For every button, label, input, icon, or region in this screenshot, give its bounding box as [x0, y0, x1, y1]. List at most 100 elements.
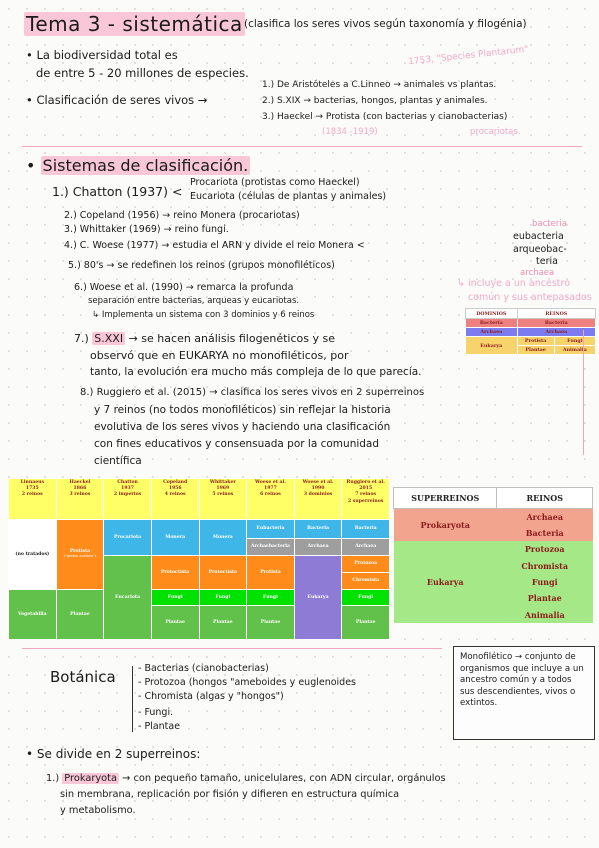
page-title: Tema 3 - sistemática — [24, 12, 245, 36]
woese90-item-3: ↳ Implementa un sistema con 3 dominios y… — [92, 310, 315, 320]
systems-heading: • Sistemas de clasificación. — [26, 156, 251, 175]
section-divider-2 — [22, 648, 442, 649]
80s-item: 5.) 80's → se redefinen los reinos (grup… — [68, 260, 335, 271]
kingdoms-header: REINOS — [516, 308, 597, 319]
monophyletic-definition: Monofilético → conjunto de organismos qu… — [460, 652, 584, 708]
domain-bacteria: Bacteria — [465, 318, 518, 328]
ruggiero-item-2: y 7 reinos (no todos monofiléticos) sin … — [94, 404, 391, 416]
cell-chromista: Chromista — [341, 571, 390, 590]
kingdom-plantae-super: Plantae — [496, 590, 593, 607]
chatton-procariota: Procariota (protistas como Haeckel) — [190, 177, 360, 188]
cell-fungi-1: Fungi — [150, 588, 200, 607]
woese77-item: 4.) C. Woese (1977) → estudia el ARN y d… — [64, 240, 365, 251]
cell-protoctista-1: Protoctista — [150, 554, 200, 590]
kingdom-fungi-super: Fungi — [496, 573, 593, 591]
classification-item-2: 2.) S.XIX → bacterias, hongos, plantas y… — [262, 96, 488, 106]
monophyletic-definition-box: Monofilético → conjunto de organismos qu… — [453, 646, 595, 740]
sxxi-item: 7.) S.XXI → se hacen análisis filogenéti… — [74, 332, 335, 345]
eukarya-cell: Eukarya — [393, 541, 497, 623]
cell-fungi-2: Fungi — [198, 588, 248, 607]
procariotas-note: procariotas. — [470, 127, 521, 137]
arqueobacteria-label: arqueobac- — [513, 244, 567, 255]
cell-no-tratados: (no tratados) — [8, 518, 57, 590]
cell-archaebacteria: Archaebacteria — [246, 538, 295, 556]
archaea-note: archaea — [520, 268, 555, 278]
superreinos-bullet: • Se divide en 2 superreinos: — [26, 747, 201, 761]
prokaryota-item-3: y metabolismo. — [60, 805, 136, 816]
cell-archaea-2: Archaea — [341, 538, 390, 556]
domains-header: DOMINIOS — [465, 308, 518, 319]
bacteria-note: bacteria — [532, 219, 567, 229]
ruggiero-item-4: con fines educativos y consensuada por l… — [94, 438, 380, 450]
kingdom-plantae: Plantae — [516, 345, 555, 355]
kingdom-animalia-super: Animalia — [496, 606, 593, 623]
kingdom-bacteria: Bacteria — [516, 318, 597, 328]
botanica-item-3: - Chromista (algas y "hongos") — [138, 691, 284, 702]
superkingdoms-table: SUPERREINOS REINOS Prokaryota Archaea Ba… — [392, 487, 593, 623]
botanica-title: Botánica — [50, 668, 116, 686]
cell-vegetabilia: Vegetabilia — [8, 588, 57, 640]
superreinos-header: SUPERREINOS — [392, 487, 498, 509]
whittaker-item: 3.) Whittaker (1969) → reino fungi. — [64, 224, 229, 235]
annotation-1753: 1753, "Species Plantarum" — [407, 44, 529, 68]
prokaryota-item: 1.) Prokaryota → con pequeño tamaño, uni… — [46, 773, 446, 784]
cell-archaea-1: Archaea — [293, 538, 343, 556]
ancestor-note-1: ↳ incluye a un ancestro — [457, 278, 571, 289]
botanica-item-5: - Plantae — [138, 721, 181, 732]
section-divider-1 — [22, 146, 582, 147]
domains-table: DOMINIOS REINOS Bacteria Bacteria Archae… — [465, 308, 597, 355]
chatton-item: 1.) Chatton (1937) < — [52, 184, 183, 199]
cell-protista: Protista("germs acrínes") — [55, 518, 105, 590]
bullet-biodiversity-line2: de entre 5 - 20 millones de especies. — [36, 66, 249, 80]
cell-eubacteria: Eubacteria — [246, 518, 295, 540]
ruggiero-item: 8.) Ruggiero et al. (2015) → clasifica l… — [80, 387, 425, 398]
sxxi-item-3: tanto, la evolución era mucho más comple… — [90, 366, 422, 378]
kingdom-bacteria-super: Bacteria — [496, 524, 593, 542]
domain-archaea: Archaea — [465, 327, 518, 337]
woese90-item: 6.) Woese et al. (1990) → remarca la pro… — [74, 282, 294, 293]
botanica-item-4: - Fungi. — [138, 707, 174, 718]
kingdom-fungi: Fungi — [553, 336, 597, 346]
cell-monera-2: Monera — [198, 518, 248, 556]
cell-eukarya: Eukarya — [293, 554, 343, 641]
cell-protista-2: Protista — [246, 554, 295, 590]
botanica-item-2: - Protozoa (hongos "ameboides y euglenoi… — [138, 677, 357, 688]
domain-eukarya: Eukarya — [465, 336, 518, 355]
ruggiero-item-5: científica — [94, 455, 142, 467]
kingdom-archaea-super: Archaea — [496, 508, 593, 525]
prokaryota-cell: Prokaryota — [393, 508, 497, 542]
cell-plantae-5: Plantae — [341, 605, 390, 640]
bullet-classification: • Clasificación de seres vivos → — [26, 93, 208, 107]
prokaryota-item-2: sin membrana, replicación por fisión y d… — [60, 789, 400, 800]
cell-procariota: Procariota — [103, 518, 152, 556]
eubacteria-label: eubacteria — [513, 231, 564, 242]
classification-item-1: 1.) De Aristóteles a C.Linneo → animales… — [262, 80, 497, 90]
title-note: (clasifica los seres vivos según taxonom… — [244, 18, 527, 30]
kingdom-protozoa-super: Protozoa — [496, 541, 593, 558]
cell-bacteria-1: Bacteria — [293, 518, 343, 540]
ancestor-note-2: común y sus antepasados — [468, 292, 592, 303]
classification-item-3: 3.) Haeckel → Protista (con bacterias y … — [262, 112, 508, 122]
chatton-eucariota: Eucariota (células de plantas y animales… — [190, 191, 387, 202]
botanica-item-1: - Bacterias (cianobacterias) — [138, 663, 269, 674]
kingdom-protista: Protista — [516, 336, 555, 346]
copeland-item: 2.) Copeland (1956) → reino Monera (proc… — [64, 210, 300, 221]
arqueobacteria-label-2: teria — [536, 256, 558, 267]
ruggiero-item-3: evolutiva de los seres vivos y haciendo … — [94, 421, 391, 433]
cell-monera-1: Monera — [150, 518, 200, 556]
kingdom-animalia: Animalia — [553, 345, 597, 355]
cell-protoctista-2: Protoctista — [198, 554, 248, 590]
bullet-biodiversity: • La biodiversidad total es — [26, 48, 178, 62]
kingdom-chromista-super: Chromista — [496, 557, 593, 574]
cell-fungi-4: Fungi — [341, 588, 390, 607]
pink-bracket — [583, 330, 584, 455]
cell-bacteria-2: Bacteria — [341, 518, 390, 540]
cell-eucariota: Eucariota — [103, 554, 152, 641]
